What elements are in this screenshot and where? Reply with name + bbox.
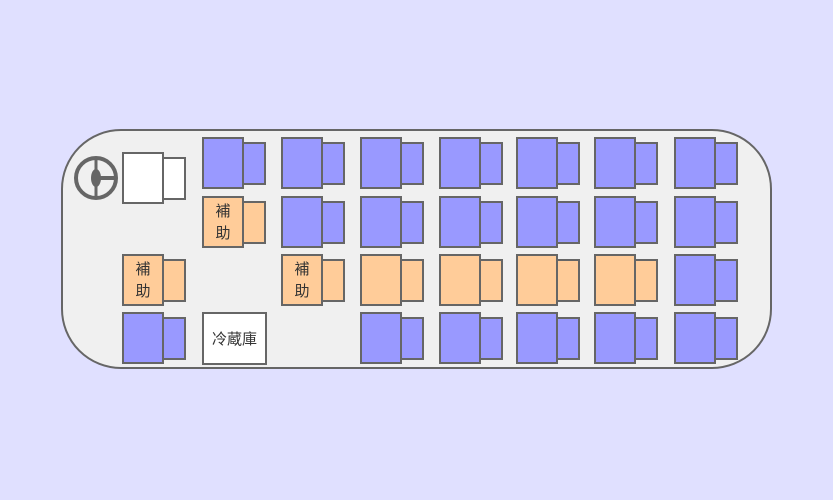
seat-backrest [400,317,424,360]
aux-seat[interactable]: 補 助 [122,254,186,306]
seat-backrest [162,317,186,360]
seat-cushion [122,152,164,204]
aux-seat[interactable]: 補 助 [281,254,345,306]
passenger-seat[interactable] [594,312,658,364]
passenger-seat[interactable] [594,137,658,189]
seat-cushion [202,137,244,189]
passenger-seat[interactable] [360,196,424,248]
seat-backrest [242,142,266,185]
passenger-seat[interactable] [674,196,738,248]
seat-cushion [516,312,558,364]
seat-cushion [594,196,636,248]
passenger-seat[interactable] [360,137,424,189]
seat-cushion [360,312,402,364]
seat-backrest [479,201,503,244]
seat-cushion [674,254,716,306]
passenger-seat[interactable] [439,137,503,189]
seat-backrest [634,142,658,185]
seat-backrest [634,317,658,360]
passenger-seat[interactable] [439,312,503,364]
passenger-seat[interactable] [516,196,580,248]
seat-backrest [321,142,345,185]
seat-cushion [516,137,558,189]
seat-cushion: 補 助 [122,254,164,306]
aux-seat[interactable] [439,254,503,306]
seat-cushion [281,137,323,189]
seat-backrest [634,259,658,302]
seat-backrest [714,142,738,185]
seat-backrest [162,259,186,302]
seat-cushion [594,254,636,306]
aux-seat[interactable] [516,254,580,306]
passenger-seat[interactable] [594,196,658,248]
seat-cushion [360,254,402,306]
seat-cushion [674,312,716,364]
aux-seat[interactable] [594,254,658,306]
seat-backrest [400,201,424,244]
passenger-seat[interactable] [674,312,738,364]
seat-cushion [674,196,716,248]
seat-backrest [400,142,424,185]
seat-backrest [242,201,266,244]
seat-cushion [516,254,558,306]
passenger-seat[interactable] [281,196,345,248]
passenger-seat[interactable] [674,254,738,306]
seat-backrest [556,317,580,360]
seat-cushion [516,196,558,248]
seat-cushion [439,312,481,364]
seat-cushion [594,137,636,189]
passenger-seat[interactable] [516,312,580,364]
seat-backrest [321,201,345,244]
seat-backrest [321,259,345,302]
passenger-seat[interactable] [516,137,580,189]
seat-backrest [556,201,580,244]
seat-backrest [714,201,738,244]
seat-backrest [556,259,580,302]
passenger-seat[interactable] [202,137,266,189]
seat-cushion [360,137,402,189]
seat-backrest [556,142,580,185]
aux-seat[interactable]: 補 助 [202,196,266,248]
driver-seat[interactable] [122,152,186,204]
seat-backrest [400,259,424,302]
steering-wheel-icon [74,156,118,200]
seat-cushion [439,196,481,248]
seat-backrest [479,317,503,360]
seat-backrest [714,317,738,360]
passenger-seat[interactable] [674,137,738,189]
passenger-seat[interactable] [439,196,503,248]
seat-cushion [594,312,636,364]
seat-backrest [479,259,503,302]
passenger-seat[interactable] [360,312,424,364]
passenger-seat[interactable] [281,137,345,189]
seat-backrest [162,157,186,200]
seat-cushion [122,312,164,364]
seat-backrest [714,259,738,302]
passenger-seat[interactable] [122,312,186,364]
aux-seat[interactable] [360,254,424,306]
seat-cushion [439,254,481,306]
seat-backrest [479,142,503,185]
seat-cushion [439,137,481,189]
seat-cushion [360,196,402,248]
seat-cushion: 補 助 [202,196,244,248]
seat-cushion: 補 助 [281,254,323,306]
seat-backrest [634,201,658,244]
refrigerator: 冷蔵庫 [202,312,267,365]
seat-cushion [281,196,323,248]
seat-cushion [674,137,716,189]
